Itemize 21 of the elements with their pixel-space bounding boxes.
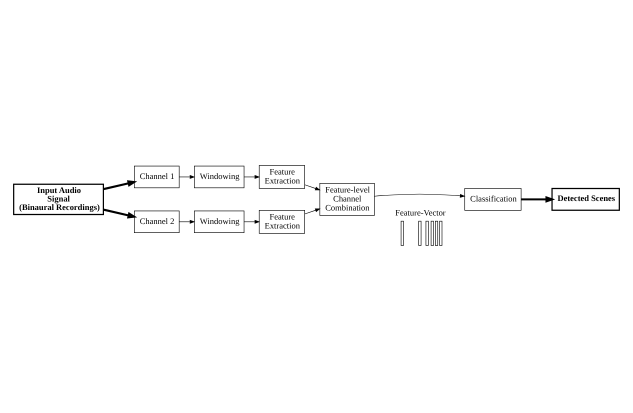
node-box: Feature Extraction (258, 165, 305, 189)
node-box: Input Audio Signal (Binaural Recordings) (13, 184, 104, 216)
node-box: Channel 1 (134, 166, 180, 188)
arrow (304, 208, 321, 214)
arrow (178, 220, 196, 224)
node-box: Channel 2 (134, 210, 180, 234)
arrow (103, 208, 138, 219)
node-box: Detected Scenes (551, 188, 620, 211)
node-box: Feature Extraction (258, 210, 305, 234)
label: Feature-Vector (395, 207, 446, 218)
arrow (244, 175, 260, 179)
node-box: Feature-level Channel Combination (320, 183, 375, 216)
node-box: Classification (464, 188, 522, 211)
arrow (244, 220, 260, 224)
arrow (374, 194, 466, 198)
node-box: Windowing (194, 210, 244, 234)
arrow (304, 184, 321, 190)
arrow (103, 180, 138, 190)
arrow (178, 175, 196, 179)
arrow (521, 196, 556, 203)
node-box: Windowing (194, 166, 244, 188)
